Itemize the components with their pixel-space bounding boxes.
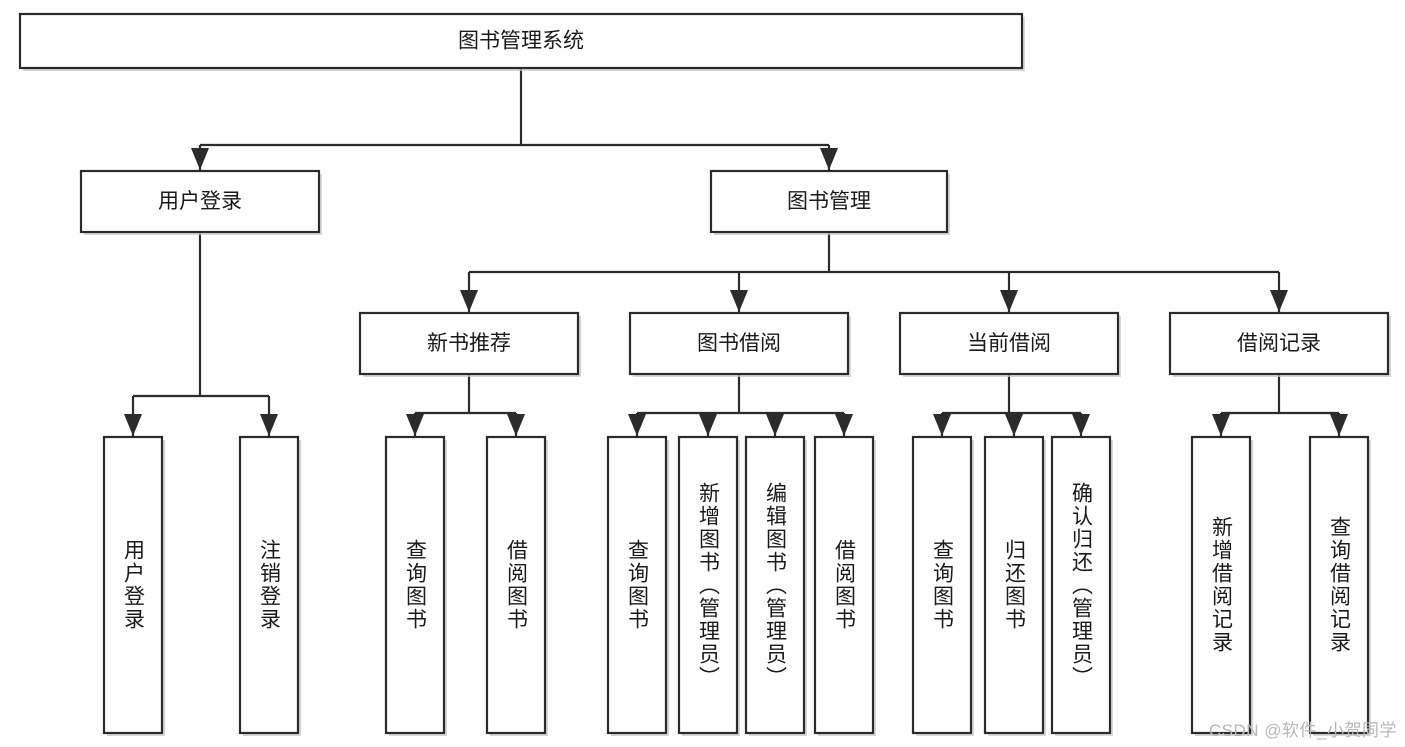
arrow-head-icon [1000,290,1018,312]
node-box-leaf-query-book-3[interactable] [911,435,973,735]
watermark-text: CSDN @软件_小贺同学 [1208,721,1397,740]
arrow-head-icon [1270,290,1288,312]
arrow-head-icon [260,414,278,436]
node-box-leaf-add-book-admin[interactable] [677,435,739,735]
arrow-head-icon [460,290,478,312]
arrow-head-icon [1072,414,1090,436]
arrow-head-icon [699,414,717,436]
node-label-root: 图书管理系统 [458,30,584,53]
node-box-leaf-return-book[interactable] [983,435,1045,735]
arrow-head-icon [628,414,646,436]
node-label-user-login: 用户登录 [158,190,242,213]
arrow-head-icon [1330,414,1348,436]
arrow-head-icon [1005,414,1023,436]
node-label-current-borrow: 当前借阅 [967,332,1051,355]
node-box-root[interactable] [18,12,1024,70]
node-box-leaf-logout-login[interactable] [238,435,300,735]
node-box-current-borrow[interactable] [898,311,1120,376]
node-label-borrow-record: 借阅记录 [1237,332,1321,355]
node-box-leaf-query-book-1[interactable] [384,435,446,735]
arrow-head-icon [406,414,424,436]
arrow-head-icon [124,414,142,436]
arrow-head-icon [1212,414,1230,436]
node-box-leaf-add-borrow-record[interactable] [1190,435,1252,735]
arrow-head-icon [933,414,951,436]
node-box-leaf-borrow-book-1[interactable] [485,435,547,735]
node-box-leaf-user-login[interactable] [102,435,164,735]
arrow-head-icon [766,414,784,436]
arrow-head-icon [191,148,209,170]
arrow-head-icon [835,414,853,436]
arrow-head-icon [507,414,525,436]
node-box-leaf-query-borrow-record[interactable] [1308,435,1370,735]
edges-layer [124,68,1348,436]
node-box-leaf-borrow-book-2[interactable] [813,435,875,735]
node-box-user-login[interactable] [79,169,321,234]
arrow-head-icon [820,148,838,170]
node-box-book-borrow[interactable] [628,311,850,376]
node-box-book-manage[interactable] [709,169,949,234]
arrow-head-icon [730,290,748,312]
node-label-new-book-recommend: 新书推荐 [427,332,511,355]
node-box-leaf-edit-book-admin[interactable] [744,435,806,735]
node-box-borrow-record[interactable] [1168,311,1390,376]
node-label-book-borrow: 图书借阅 [697,332,781,355]
node-box-leaf-confirm-return-admin[interactable] [1050,435,1112,735]
node-box-leaf-query-book-2[interactable] [606,435,668,735]
node-box-new-book-recommend[interactable] [358,311,580,376]
node-label-book-manage: 图书管理 [787,190,871,213]
